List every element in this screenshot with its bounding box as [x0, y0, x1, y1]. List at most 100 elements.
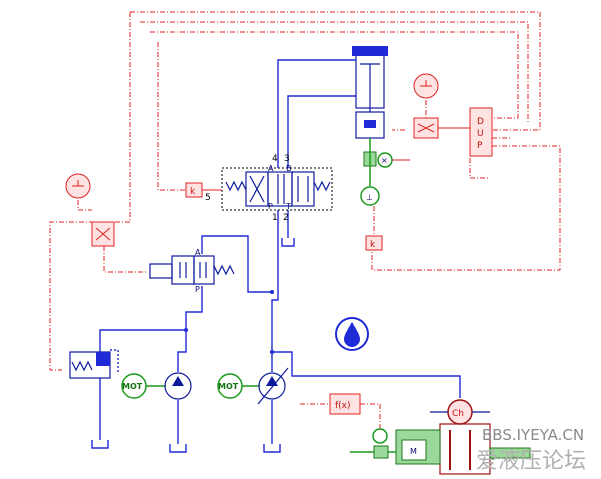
position-sensor-icon: [360, 186, 380, 206]
signal-line-to-relief: [49, 221, 104, 371]
gain-right-box: [365, 235, 383, 251]
valve2-port-p: P: [195, 285, 200, 294]
motor-pump-2[interactable]: MOT: [217, 367, 289, 405]
mass-box: [401, 439, 427, 461]
junction-dot: [270, 350, 274, 354]
hydraulic-lines: [99, 59, 461, 444]
port-label-p: P: [268, 202, 273, 211]
tank-symbol: [169, 444, 187, 453]
valve-cell-center: [267, 171, 293, 207]
port-number-1: 1: [272, 213, 278, 223]
left-spring-icon: [225, 180, 247, 192]
junction-dot: [270, 290, 274, 294]
directional-valve-4-3[interactable]: 4 3 A B P T 1 2 5: [205, 154, 333, 223]
straight-arrows-icon: [277, 174, 285, 204]
gain-label: k: [190, 187, 196, 197]
clutch-label: Ch: [452, 409, 464, 419]
valve2-port-a: A: [195, 248, 201, 257]
signal-line-fx-out: [360, 403, 381, 440]
line-port-b-to-cylinder: [287, 95, 356, 168]
junction-dot: [184, 328, 188, 332]
relief-spring-icon: [71, 360, 93, 372]
load-mass-icon: [364, 120, 376, 128]
signal-line-gain: [157, 42, 186, 191]
port-number-4: 4: [272, 154, 278, 164]
relief-valve[interactable]: [69, 349, 119, 379]
valve2-spring-icon: [213, 264, 235, 276]
port-number-2: 2: [283, 213, 289, 223]
signal-line-2: [140, 21, 529, 122]
signal-line-3: [150, 31, 519, 119]
pump-1-triangle: [172, 376, 184, 386]
port-label-t: T: [285, 202, 291, 211]
fx-label: f(x): [335, 401, 351, 411]
right-spring-icon: [313, 180, 331, 192]
tank-symbol: [263, 444, 281, 453]
dup-label-p: P: [477, 141, 483, 151]
pressure-gauge-right[interactable]: [413, 73, 439, 99]
clutch-plates: [449, 430, 471, 470]
line-to-clutch: [272, 351, 461, 398]
line-port-a-to-cylinder: [277, 59, 356, 168]
comparator-right[interactable]: [413, 117, 470, 139]
port-number-5: 5: [205, 193, 211, 203]
hydraulic-cylinder[interactable]: [352, 46, 388, 139]
signal-line-left-outer: [112, 12, 131, 223]
pump-1-icon: [164, 372, 192, 400]
watermark-chinese: 爱液压论坛: [476, 449, 586, 474]
tanks: [91, 238, 295, 453]
motor-pump-1[interactable]: MOT: [121, 372, 192, 400]
dup-splitter[interactable]: D U P: [469, 107, 493, 157]
sensor-glyph: ×: [381, 156, 388, 165]
variable-arrow-icon: [257, 367, 289, 405]
pump-2-icon: [258, 372, 286, 400]
torque-sensor-icon: [372, 428, 388, 444]
signal-line-outer: [130, 11, 541, 131]
gain-block[interactable]: k: [185, 182, 222, 198]
relief-pilot-line: [110, 349, 119, 372]
function-block[interactable]: f(x): [329, 393, 361, 415]
sensor-glyph: ⊥: [366, 193, 373, 202]
tank-symbol: [281, 238, 295, 247]
tank-symbol: [91, 440, 109, 449]
gain-block-right[interactable]: k: [365, 235, 383, 251]
line-pump1-out: [177, 330, 187, 372]
pressure-gauge-left[interactable]: [65, 173, 91, 199]
motor-label-1: MOT: [122, 382, 143, 391]
gain-right-label: k: [370, 240, 376, 250]
dup-box: [469, 107, 493, 157]
shaft-coupling: [373, 445, 389, 459]
line-port-p: [271, 210, 279, 345]
comparator-icon: [95, 227, 111, 241]
fx-box: [329, 393, 361, 415]
comparator-left[interactable]: [91, 221, 115, 247]
flow-arrows-icon: [179, 262, 187, 278]
port-label-a: A: [268, 164, 274, 173]
spring-damper-right: [489, 447, 531, 459]
valve2-cell-right: [193, 255, 215, 285]
signal-line-left-gauge: [77, 200, 92, 211]
port-number-3: 3: [284, 154, 290, 164]
valve2-cell-left: [171, 255, 195, 285]
clutch-assembly[interactable]: Ch: [430, 399, 491, 475]
signal-line-right-loop: [371, 145, 561, 271]
signal-lines: [49, 11, 561, 440]
cylinder-cap: [352, 46, 388, 56]
line-valve2-a: [201, 235, 272, 293]
line-valve2-p: [99, 286, 203, 352]
fluid-properties-icon[interactable]: [335, 317, 369, 351]
directional-valve-2[interactable]: A P: [149, 248, 235, 294]
mass-label: M: [410, 447, 417, 456]
position-sensor-group[interactable]: ⊥ ×: [360, 138, 410, 206]
valve-cell-right: [291, 171, 315, 207]
cross-arrows-icon: [249, 175, 265, 203]
signal-line-to-valve2: [103, 246, 148, 273]
rotary-mass-group[interactable]: M: [350, 428, 531, 465]
drop-icon: [344, 322, 360, 347]
gauge-right-needle-icon: [420, 80, 432, 87]
relief-pilot: [96, 352, 110, 366]
port-label-b: B: [286, 164, 292, 173]
dup-label-u: U: [477, 129, 484, 139]
parallel-arrows-icon: [297, 176, 309, 202]
